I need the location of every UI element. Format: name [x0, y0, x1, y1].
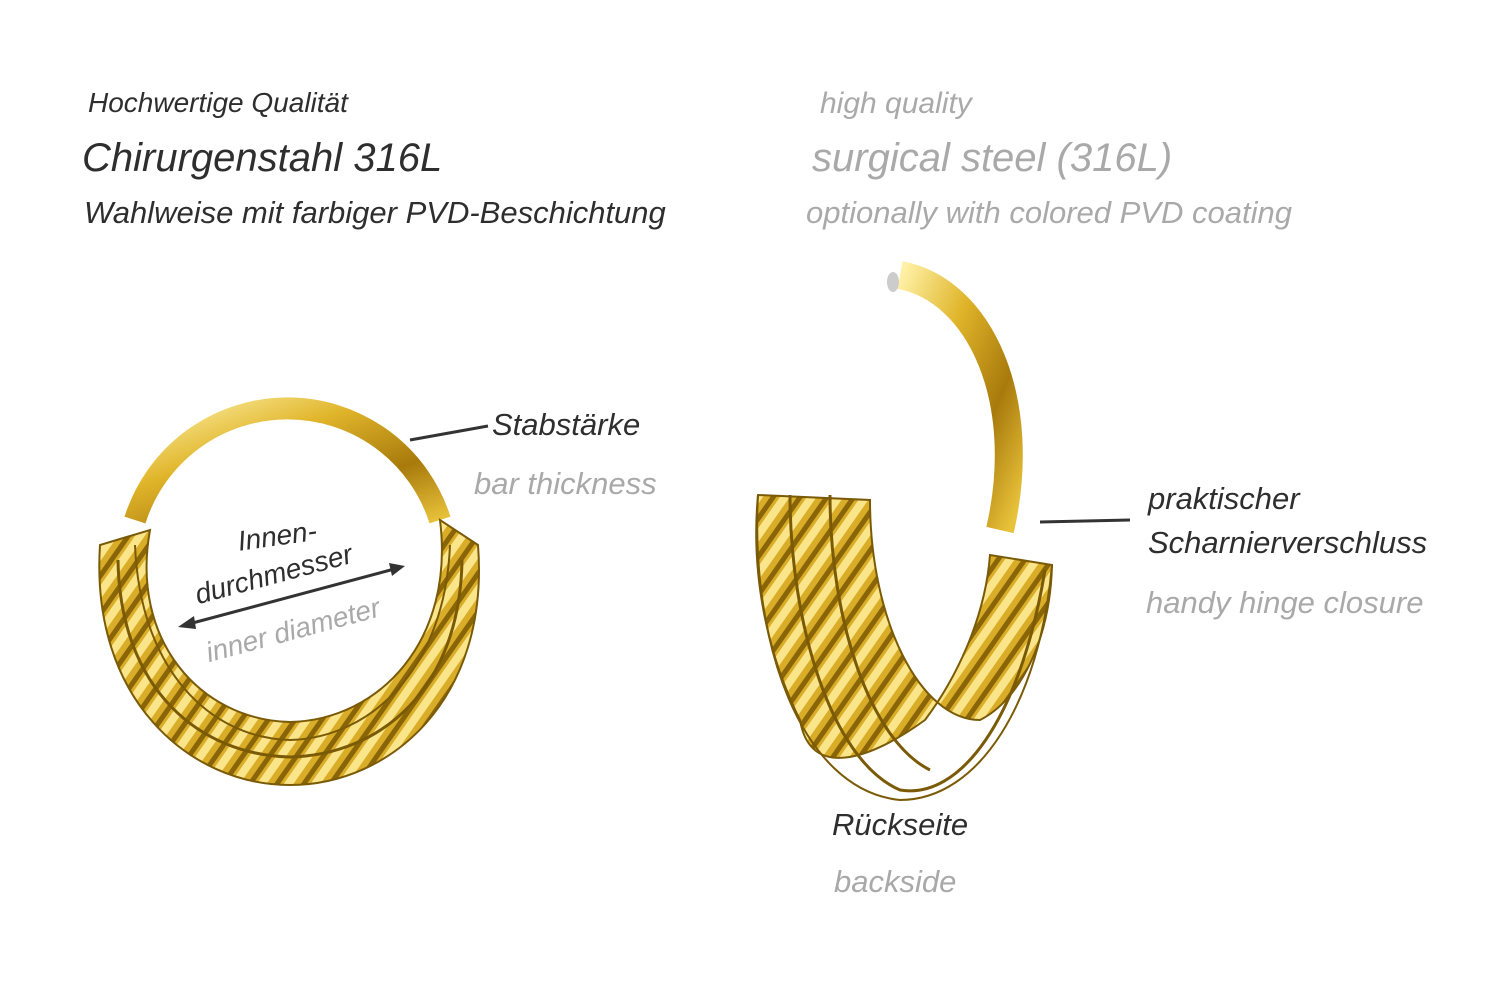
backside-en: backside [834, 864, 957, 899]
material-en: surgical steel (316L) [812, 136, 1173, 180]
hinge-de-2: Scharnierverschluss [1148, 525, 1428, 560]
coating-en: optionally with colored PVD coating [806, 195, 1292, 230]
hinge-en: handy hinge closure [1146, 585, 1424, 620]
inner-diameter-arrow [178, 563, 405, 629]
backside-de: Rückseite [832, 807, 969, 842]
hinge-pointer [1039, 518, 1131, 524]
bar-thickness-de: Stabstärke [492, 407, 641, 442]
bar-thickness-en: bar thickness [474, 466, 657, 501]
bar-thickness-pointer [409, 424, 489, 442]
quality-de: Hochwertige Qualität [88, 87, 348, 118]
hinge-de-1: praktischer [1148, 481, 1300, 516]
material-de: Chirurgenstahl 316L [82, 136, 443, 180]
quality-en: high quality [820, 87, 972, 120]
hinge-pin [887, 272, 899, 292]
front-ring-image [98, 397, 480, 787]
coating-de: Wahlweise mit farbiger PVD-Beschichtung [84, 195, 666, 230]
side-ring-image [755, 261, 1054, 802]
